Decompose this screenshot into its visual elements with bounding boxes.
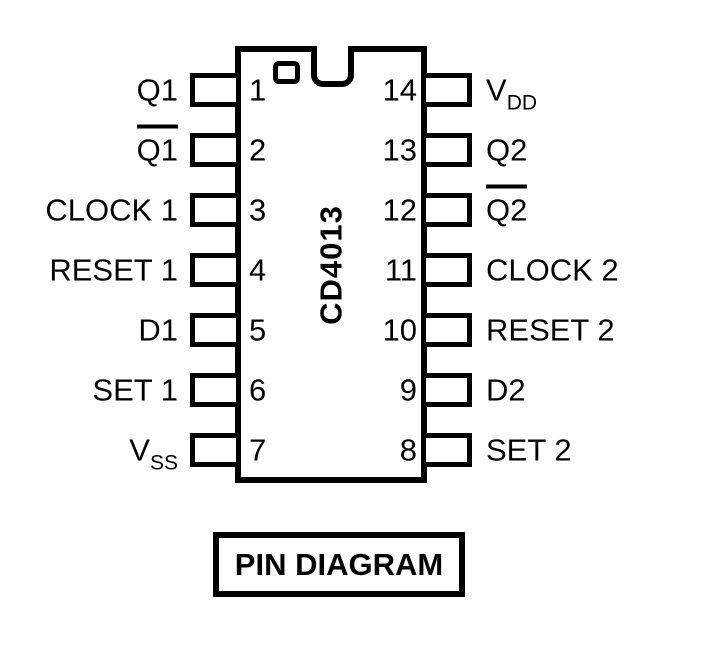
pin-label-left: Q1 (137, 75, 178, 106)
pin-number-right: 10 (382, 312, 417, 348)
pin-pad-left (190, 253, 241, 287)
pin-number-left: 4 (249, 252, 267, 288)
pin-number-right: 11 (384, 252, 417, 288)
pin-pad-right (421, 373, 472, 407)
pin-label-text: Q2 (486, 132, 528, 168)
pin-pad-left (190, 433, 241, 467)
pin-row: Q1 2 13 Q2 (0, 120, 714, 180)
pin-pad-right (421, 253, 472, 287)
pin-label-left: VSS (129, 432, 178, 474)
pin1-indicator-icon (273, 61, 300, 84)
diagram-title: PIN DIAGRAM (234, 547, 444, 582)
pin-row: Q1 1 14 VDD (0, 60, 714, 120)
pin-pad-left (190, 313, 241, 347)
pin-label-text: V (486, 72, 507, 108)
pin-label-left: CLOCK 1 (45, 195, 178, 226)
pin-row: CLOCK 1 3 12 Q2 (0, 180, 714, 240)
pin-pad-right (421, 433, 472, 467)
pin-number-left: 6 (249, 372, 267, 408)
pin-label-text: CLOCK 1 (45, 192, 178, 228)
pin-label-text-overline: Q1 (136, 124, 178, 166)
pin-pad-left (190, 373, 241, 407)
pin-number-right: 13 (382, 132, 417, 168)
pin-label-right: CLOCK 2 (486, 255, 619, 286)
pin-number-left: 3 (249, 192, 267, 228)
pin-pad-right (421, 193, 472, 227)
pin-pad-left (190, 133, 241, 167)
orientation-notch-icon (311, 46, 354, 87)
pin-label-subscript: SS (149, 451, 178, 475)
pin-pad-right (421, 73, 472, 107)
pin-row: D1 5 10 RESET 2 (0, 300, 714, 360)
pin-label-text-overline: Q2 (486, 184, 528, 226)
pin-row: SET 1 6 9 D2 (0, 360, 714, 420)
pin-label-text: RESET 2 (486, 312, 615, 348)
pin-label-left: Q1 (136, 124, 178, 166)
pin-label-left: SET 1 (92, 375, 178, 406)
diagram-title-box: PIN DIAGRAM (213, 532, 465, 597)
pin-number-right: 12 (382, 192, 417, 228)
pin-number-left: 5 (249, 312, 267, 348)
pin-label-text: RESET 1 (49, 252, 178, 288)
pin-number-left: 1 (249, 72, 267, 108)
pin-pad-left (190, 193, 241, 227)
pin-label-text: SET 2 (486, 432, 572, 468)
pin-label-left: D1 (138, 315, 178, 346)
pin-label-text: CLOCK 2 (486, 252, 619, 288)
pin-label-text: SET 1 (92, 372, 178, 408)
pin-number-right: 9 (399, 372, 417, 408)
pin-label-right: D2 (486, 375, 526, 406)
pin-number-right: 14 (382, 72, 417, 108)
pin-label-right: VDD (486, 72, 537, 114)
pin-number-left: 2 (249, 132, 267, 168)
pin-label-right: Q2 (486, 135, 527, 166)
pin-label-right: Q2 (486, 184, 528, 226)
pin-label-right: SET 2 (486, 435, 572, 466)
pin-row: VSS 7 8 SET 2 (0, 420, 714, 480)
pin-pad-right (421, 313, 472, 347)
pin-number-left: 7 (249, 432, 267, 468)
pin-pad-left (190, 73, 241, 107)
pin-label-text: Q1 (136, 72, 178, 108)
pin-number-right: 8 (399, 432, 417, 468)
pin-label-left: RESET 1 (49, 255, 178, 286)
pin-label-text: V (129, 432, 150, 468)
pin-label-text: D1 (138, 312, 178, 348)
pin-label-text: D2 (486, 372, 526, 408)
pin-row: RESET 1 4 11 CLOCK 2 (0, 240, 714, 300)
pin-pad-right (421, 133, 472, 167)
pin-label-subscript: DD (506, 91, 538, 115)
pin-label-right: RESET 2 (486, 315, 615, 346)
